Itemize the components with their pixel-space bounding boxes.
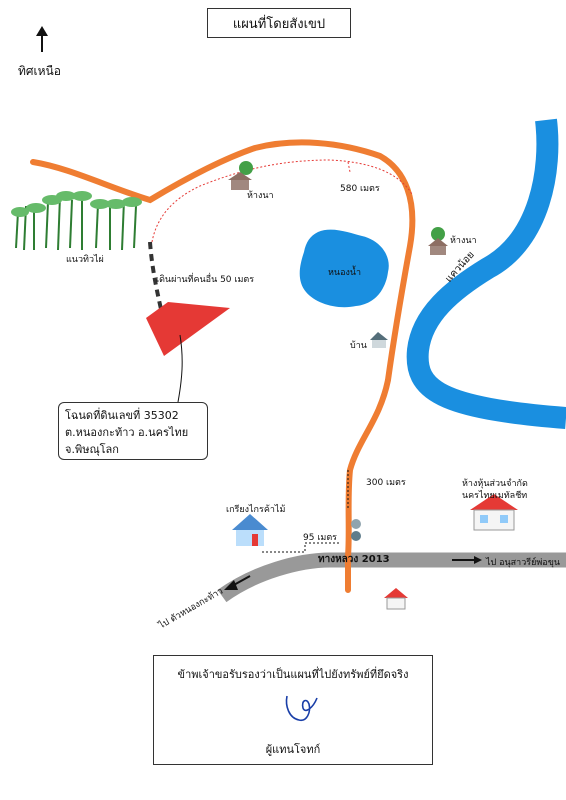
house-icon — [370, 332, 388, 348]
distance-95-marker — [262, 542, 340, 553]
signature-mark — [285, 695, 318, 722]
junction-marker-icon — [351, 519, 361, 541]
rice-hut-label-1: ห้างนา — [247, 191, 274, 201]
bamboo-label: แนวทิวไผ่ — [66, 255, 104, 265]
rice-hut-label-2: ห้างนา — [450, 236, 477, 246]
rice-hut-icon-1 — [228, 161, 253, 190]
rice-hut-icon-2 — [428, 227, 448, 255]
highway-label: ทางหลวง 2013 — [318, 554, 390, 565]
distance-580-marker — [347, 161, 351, 173]
certification-text: ข้าพเจ้าขอรับรองว่าเป็นแผนที่ไปยังทรัพย์… — [177, 668, 409, 681]
deed-info-box: โฉนดที่ดินเลขที่ 35302 ต.หนองกะท้าว อ.นค… — [58, 402, 208, 460]
distance-300-label: 300 เมตร — [366, 478, 406, 488]
walking-path — [148, 241, 165, 319]
north-label: ทิศเหนือ — [18, 64, 61, 78]
to-monument-label: ไป อนุสาวรีย์พ่อขุน — [486, 558, 561, 568]
signer-label: ผู้แทนโจทก์ — [265, 743, 321, 756]
small-house-icon — [384, 588, 408, 610]
north-arrow-icon — [36, 26, 48, 52]
path-note-label: เดินผ่านที่คนอื่น 50 เมตร — [156, 275, 255, 285]
distance-580-label: 580 เมตร — [340, 184, 380, 194]
deed-line-1: โฉนดที่ดินเลขที่ 35302 — [65, 409, 179, 422]
distance-95-label: 95 เมตร — [303, 533, 338, 543]
deed-leader-line — [177, 334, 183, 403]
land-plot-shape — [146, 302, 230, 356]
road-boundary-line — [151, 159, 413, 243]
company-label-line2: นครไทยเมทัลชีท — [462, 491, 528, 501]
shop-label: เกรียงไกรค้าไม้ — [226, 505, 286, 515]
pond-shape — [299, 229, 389, 308]
company-label-line1: ห้างหุ้นส่วนจำกัด — [462, 479, 528, 489]
bamboo-grove-icon — [11, 191, 142, 251]
shop-house-icon — [232, 514, 268, 546]
access-road — [30, 139, 416, 593]
river-shape — [406, 118, 566, 429]
company-building-icon — [470, 494, 518, 531]
arrow-left-icon — [224, 575, 251, 590]
certification-box: ข้าพเจ้าขอรับรองว่าเป็นแผนที่ไปยังทรัพย์… — [153, 655, 433, 765]
deed-line-3: จ.พิษณุโลก — [65, 443, 119, 456]
deed-line-2: ต.หนองกะท้าว อ.นครไทย — [65, 426, 189, 439]
pond-label: หนองน้ำ — [328, 268, 362, 278]
arrow-right-icon — [452, 556, 482, 564]
map-title: แผนที่โดยสังเขป — [207, 8, 351, 38]
house-label: บ้าน — [350, 341, 367, 351]
